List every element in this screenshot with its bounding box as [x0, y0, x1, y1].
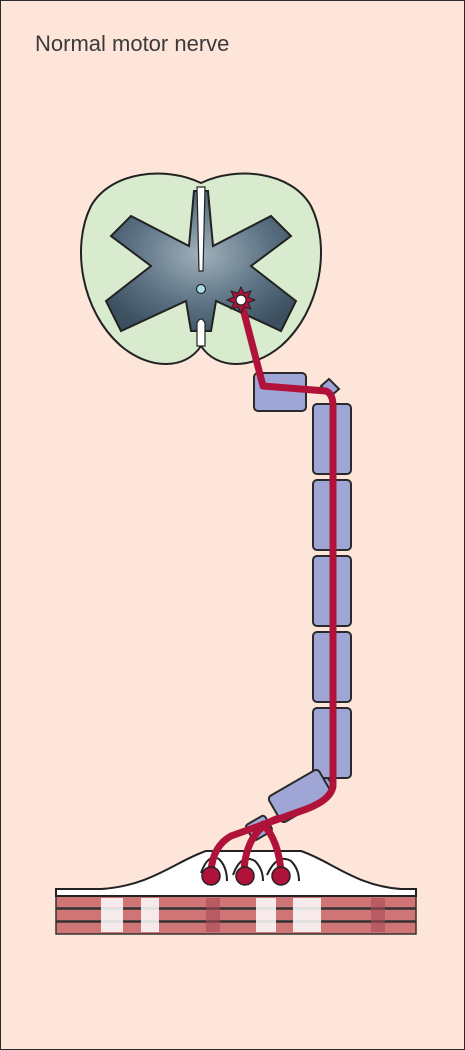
muscle-fibres	[56, 896, 416, 934]
myelin-segment	[267, 769, 332, 824]
axon-terminal	[272, 867, 290, 885]
central-canal	[197, 285, 206, 294]
axon-terminal	[202, 867, 220, 885]
ventral-median-fissure	[197, 319, 205, 346]
motor-neuron-soma	[227, 287, 255, 313]
spinal-cord-section	[81, 174, 321, 364]
axon-terminals	[202, 867, 290, 885]
dorsal-median-fissure	[197, 187, 205, 271]
axon-terminal	[236, 867, 254, 885]
